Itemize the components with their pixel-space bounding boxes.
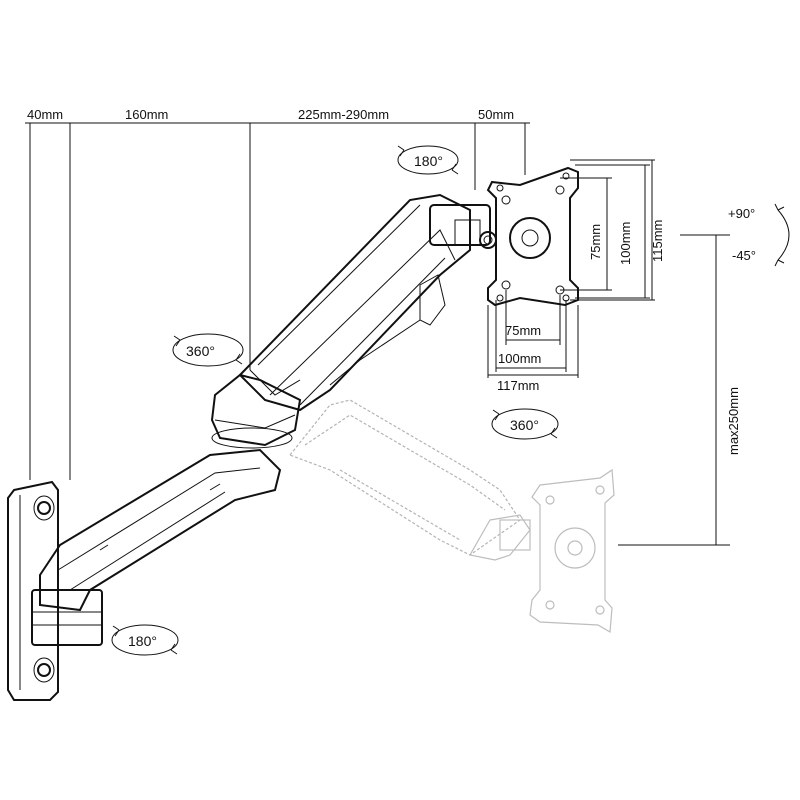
rotation-360-arm-icon — [172, 333, 244, 367]
vesa-horizontal-dimensions — [487, 290, 579, 378]
rotation-180-wall-icon — [111, 624, 179, 656]
vesa-vertical-dimensions — [560, 159, 655, 301]
dim-vesa-100-vertical: 100mm — [618, 222, 633, 265]
dim-plate-117-horizontal: 117mm — [497, 378, 539, 393]
upper-arm — [238, 193, 471, 412]
height-range-dimension — [618, 234, 730, 546]
rotation-360-arm-label: 360° — [186, 343, 215, 359]
wall-plate — [7, 480, 59, 701]
top-dimension-lines — [25, 122, 530, 480]
dim-vesa-100-horizontal: 100mm — [498, 351, 541, 366]
dim-max-250mm: max250mm — [726, 387, 741, 455]
tilt-up-label: +90° — [728, 206, 755, 221]
dim-160mm: 160mm — [125, 107, 168, 122]
tilt-joint — [429, 204, 497, 249]
tilt-arc-icon — [774, 203, 790, 267]
dim-plate-115-vertical: 115mm — [650, 220, 665, 262]
rotation-180-top-label: 180° — [414, 153, 443, 169]
wall-swivel-joint — [31, 589, 103, 646]
lower-arm — [39, 448, 282, 612]
lowered-position-ghost — [289, 399, 615, 633]
dim-vesa-75-vertical: 75mm — [588, 224, 603, 260]
dim-225-290mm: 225mm-290mm — [298, 107, 389, 122]
dim-50mm: 50mm — [478, 107, 514, 122]
rotation-180-wall-label: 180° — [128, 633, 157, 649]
rotation-180-top-icon — [397, 145, 459, 175]
rotation-360-plate-label: 360° — [510, 417, 539, 433]
dim-vesa-75-horizontal: 75mm — [505, 323, 541, 338]
tilt-down-label: -45° — [732, 248, 756, 263]
vesa-plate — [486, 166, 579, 307]
dim-40mm: 40mm — [27, 107, 63, 122]
elbow-joint — [210, 373, 302, 449]
rotation-360-plate-icon — [491, 408, 559, 440]
